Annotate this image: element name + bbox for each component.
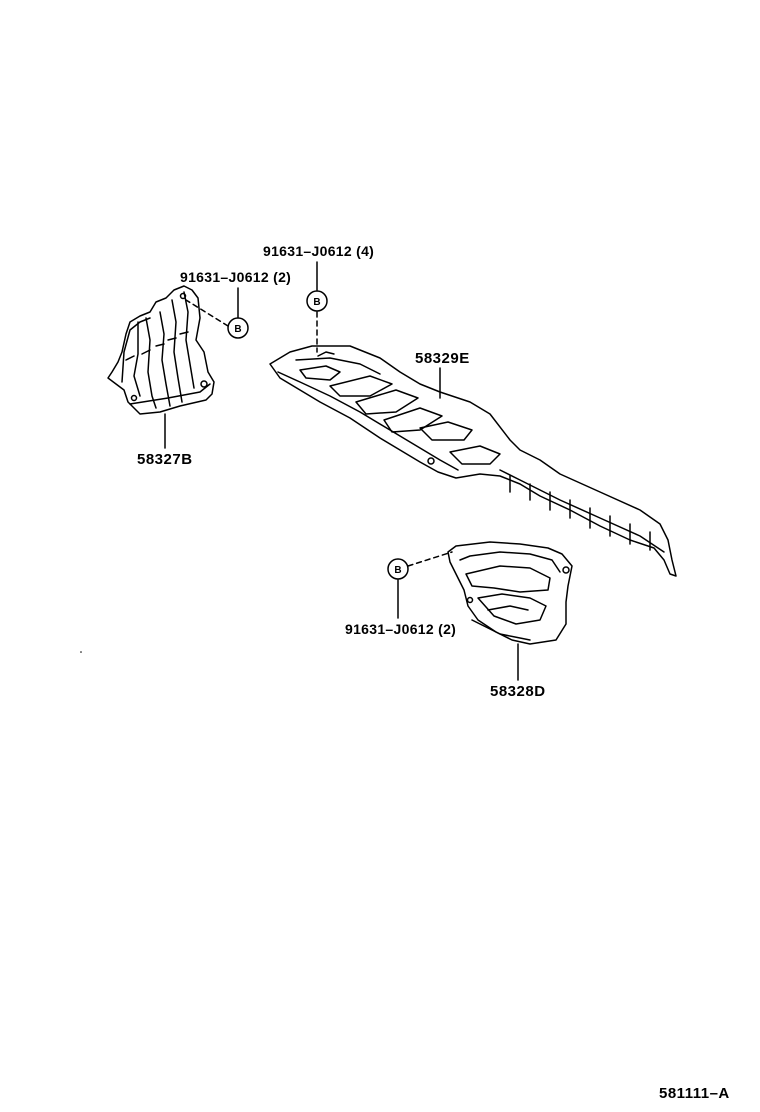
marker-b-label: B [313,297,320,308]
marker-b-top-left: B [227,317,249,339]
marker-b-bottom: B [387,558,409,580]
figure-code: 581111–A [659,1085,730,1102]
part-58327b-drawing [107,285,215,415]
part-58329e-drawing [269,345,677,577]
marker-b-top-center: B [306,290,328,312]
fastener-label-top-center: 91631–J0612 (4) [263,243,375,259]
dashed-line-bottom [407,551,453,567]
stray-dot [80,651,82,653]
fastener-label-bottom: 91631–J0612 (2) [345,621,457,637]
fastener-label-top-left: 91631–J0612 (2) [180,269,292,285]
marker-b-label: B [234,324,241,335]
part-label-58328d: 58328D [490,683,546,700]
part-label-58327b: 58327B [137,451,193,468]
part-label-58329e: 58329E [415,350,470,367]
marker-b-label: B [394,565,401,576]
part-58328d-drawing [447,541,573,645]
dashed-line-top-left [185,299,229,327]
